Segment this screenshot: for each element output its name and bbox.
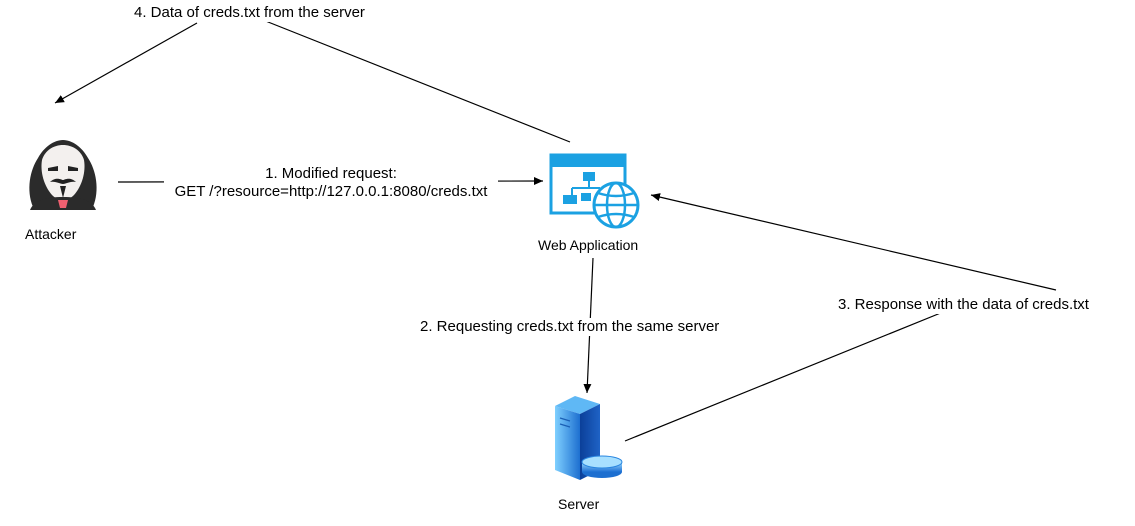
edge-step4-arrow [54,22,198,104]
attacker-label: Attacker [25,226,77,242]
edge-step1-label: 1. Modified request: GET /?resource=http… [164,165,498,201]
edge-step1-label-line2: GET /?resource=http://127.0.0.1:8080/cre… [174,183,488,200]
anonymous-mask-icon [29,140,97,210]
edge-step3-label: 3. Response with the data of creds.txt [838,296,1089,314]
edge-step2-label: 2. Requesting creds.txt from the same se… [420,318,720,336]
edge-step3-arrow [650,193,1057,291]
edge-step3-line [624,309,949,442]
server-database-icon [555,396,623,480]
web-application-label: Web Application [538,237,639,253]
server-label: Server [558,496,600,512]
edge-step4-label: 4. Data of creds.txt from the server [134,4,365,22]
edge-step4-line [257,17,571,143]
edge-step1-label-line1: 1. Modified request: [265,165,397,182]
web-application-icon [549,153,640,229]
